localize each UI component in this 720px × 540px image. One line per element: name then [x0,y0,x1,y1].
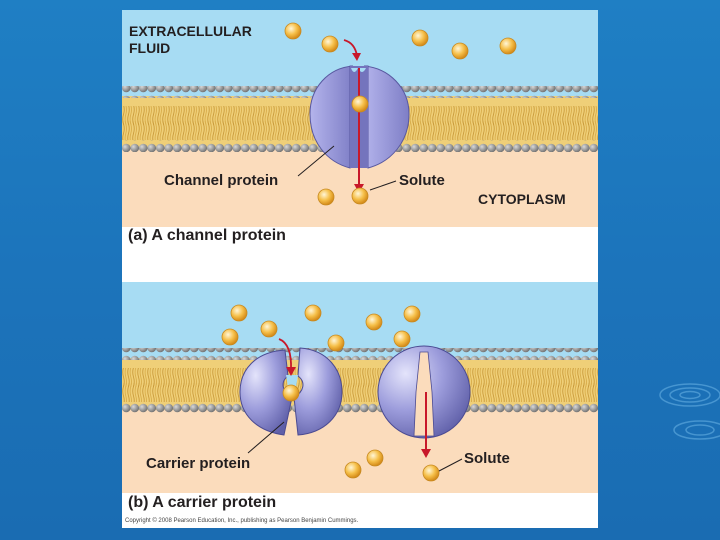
solute-label-b: Solute [464,450,510,467]
extracellular-fluid-region [122,282,598,358]
carrier-protein-open-inside [377,345,471,439]
solute-molecules [284,22,517,206]
water-ripple-decoration [659,383,720,440]
solute-molecule [284,22,302,40]
label-leader-lines [247,421,463,472]
solute-molecule [411,29,429,47]
figure-card: EXTRACELLULAR FLUID Channel protein Solu… [122,10,598,528]
channel-protein-caption: (a) A channel protein [128,227,286,244]
carrier-protein-label: Carrier protein [146,455,251,472]
solute-molecule [351,95,369,113]
cytoplasm-region [122,410,598,493]
extracellular-fluid-label: EXTRACELLULAR [129,23,252,39]
solute-molecule [327,334,345,352]
solute-molecule [282,384,300,402]
carrier-solute-arrows [278,338,431,458]
solute-molecule [365,313,383,331]
solute-molecule [221,328,239,346]
channel-protein-label: Channel protein [164,172,279,189]
solute-molecule [304,304,322,322]
solute-molecule [351,187,369,205]
solute-molecule [366,449,384,467]
solute-molecule [451,42,469,60]
lipid-bilayer [122,348,598,414]
channel-protein-diagram [122,10,598,227]
solute-label-a: Solute [399,172,445,189]
solute-molecule [317,188,335,206]
carrier-protein-panel: Carrier protein Solute [122,282,598,493]
solute-molecule [422,464,440,482]
copyright-notice: Copyright © 2008 Pearson Education, Inc.… [125,518,359,524]
carrier-protein-diagram [122,282,598,493]
solute-molecule [321,35,339,53]
solute-molecule [344,461,362,479]
solute-molecule [403,305,421,323]
cytoplasm-label: CYTOPLASM [478,191,566,207]
extracellular-fluid-label-line2: FLUID [129,40,171,56]
solute-molecule [499,37,517,55]
solute-molecule [230,304,248,322]
label-leader-lines [297,145,397,191]
solute-molecules [221,304,440,482]
carrier-protein-caption: (b) A carrier protein [128,494,277,511]
carrier-protein-open-outside [239,347,343,436]
solute-molecule [393,330,411,348]
solute-molecule [260,320,278,338]
channel-protein-panel: EXTRACELLULAR FLUID Channel protein Solu… [122,10,598,227]
